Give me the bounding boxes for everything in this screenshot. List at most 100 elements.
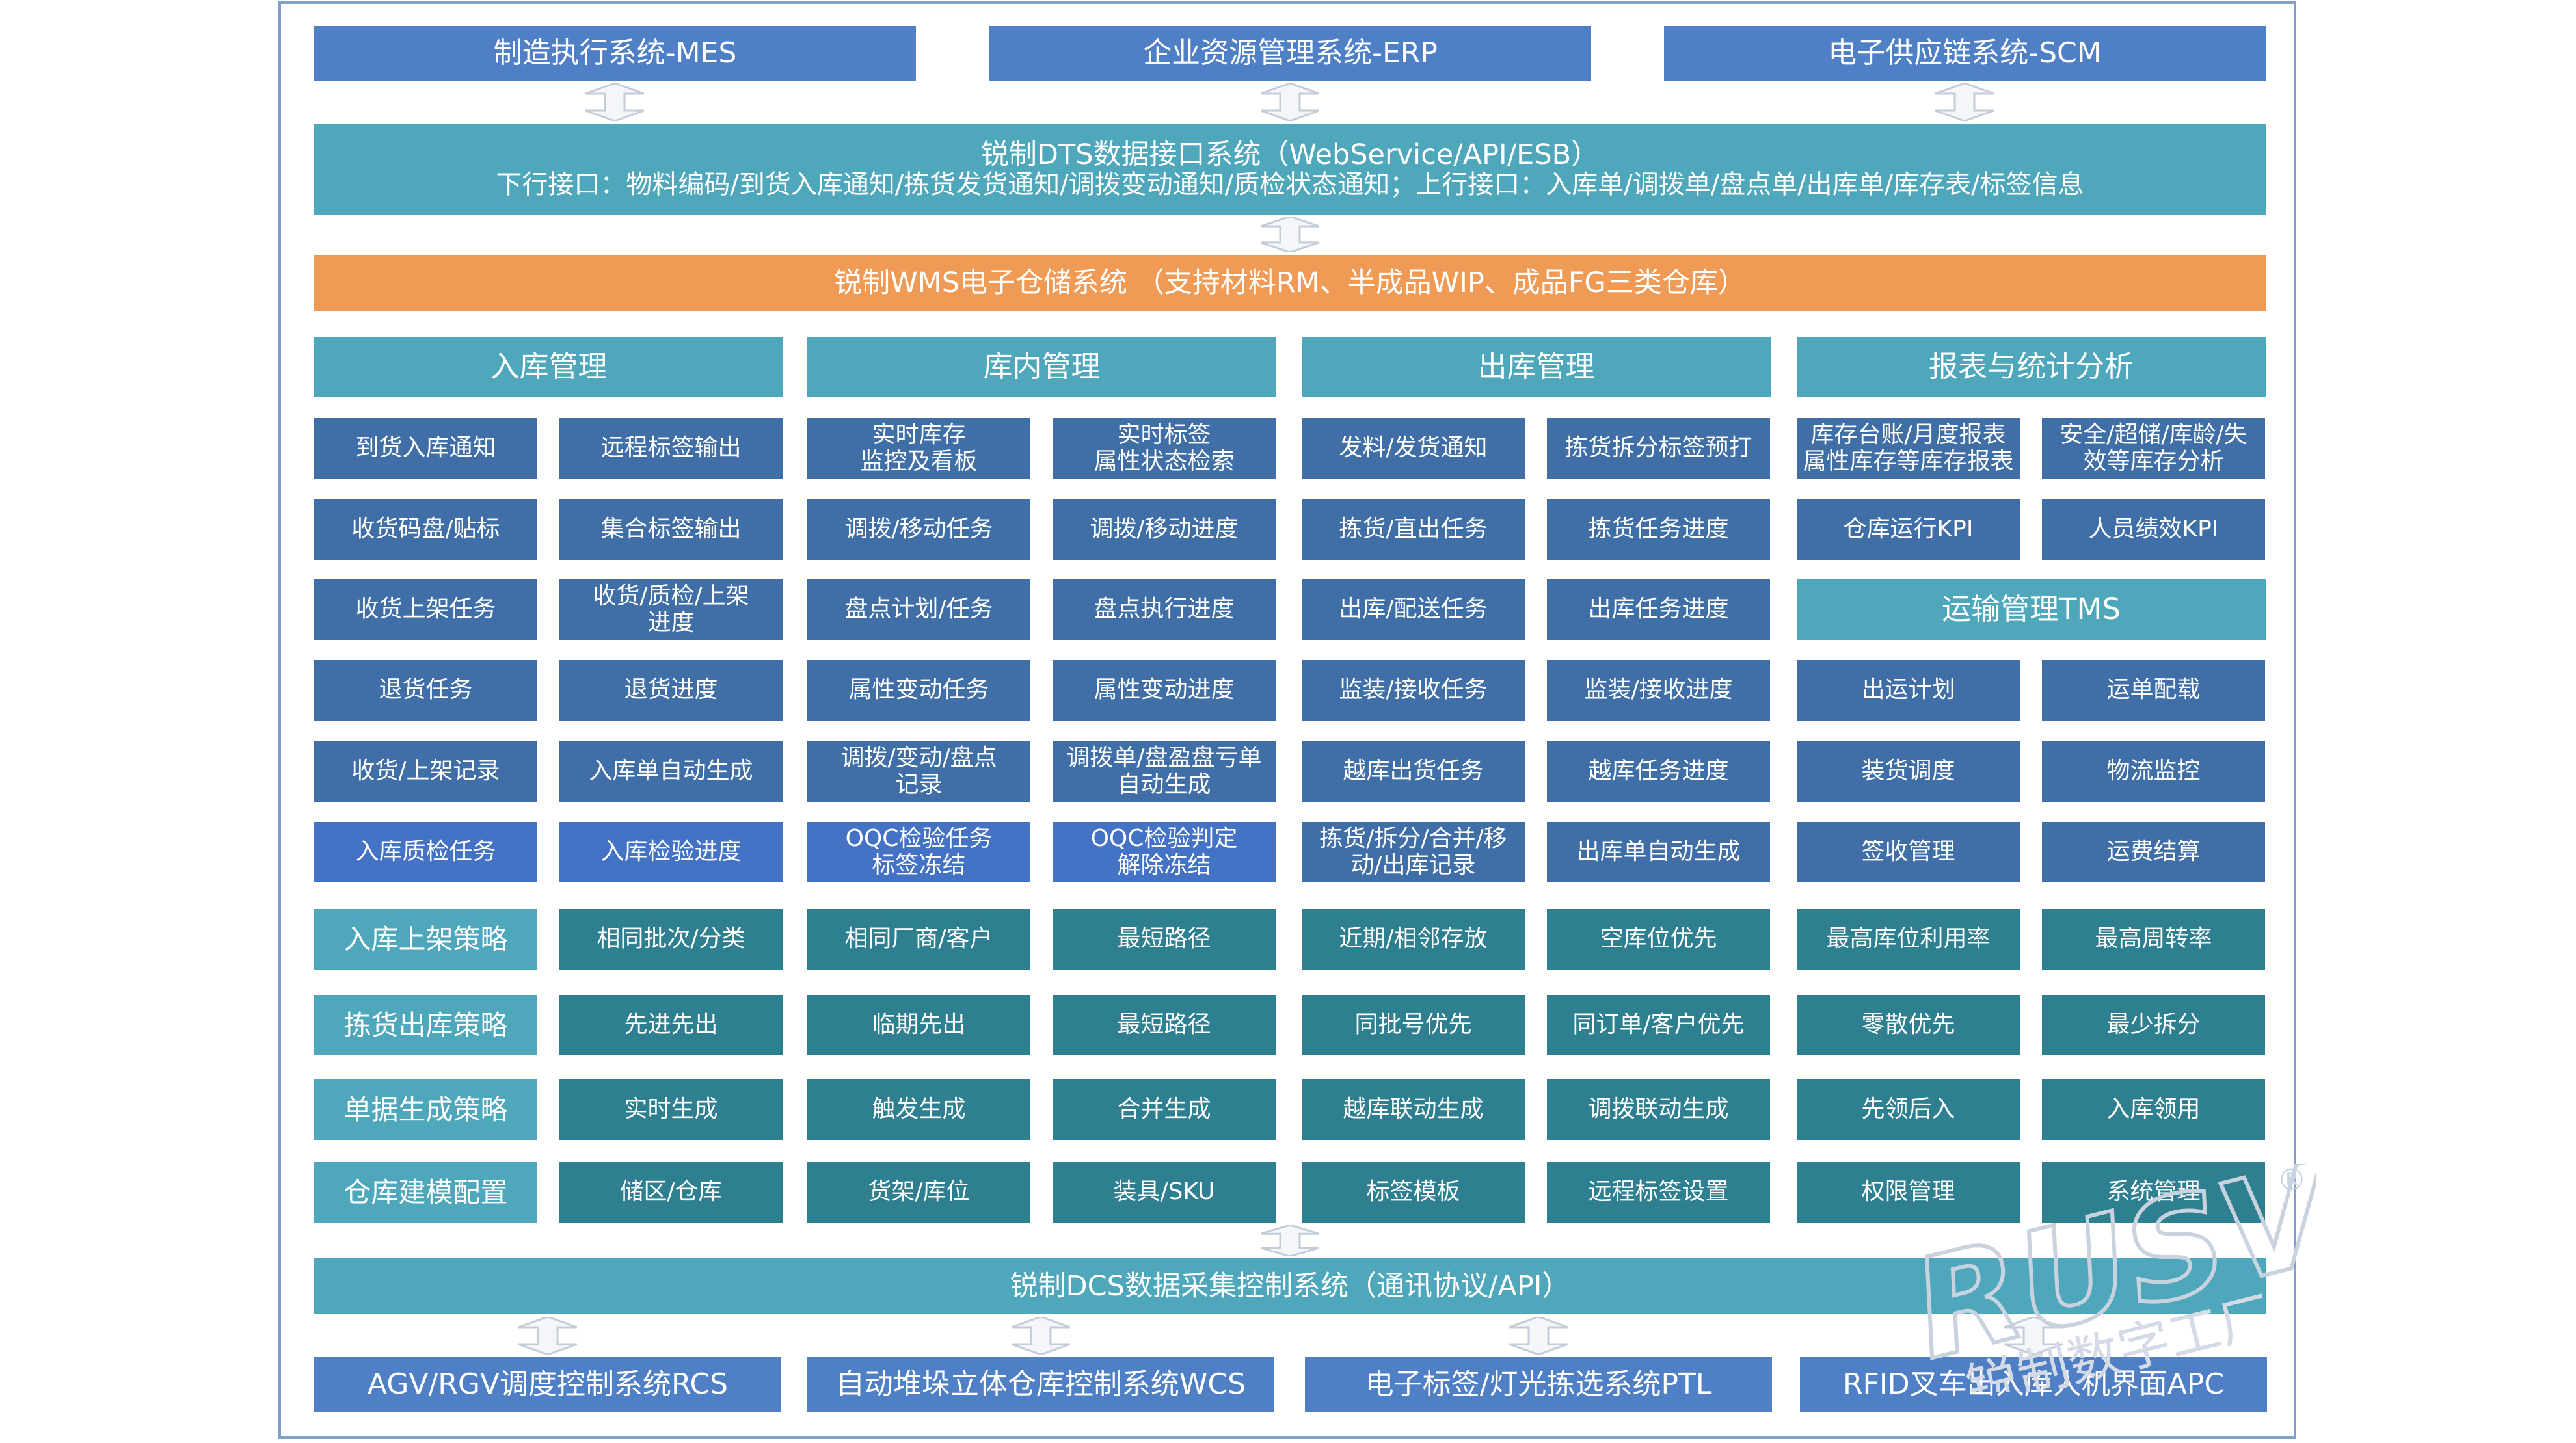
function-cell-line: 属性变动进度 (1093, 676, 1235, 704)
function-cell-line: 标签冻结 (872, 851, 966, 879)
module-header-4: 报表与统计分析 (1797, 337, 2266, 397)
function-cell-line: OQC检验判定 (1090, 825, 1238, 853)
strategy-item: 同订单/客户优先 (1547, 995, 1770, 1055)
function-cell-line: 越库任务进度 (1588, 758, 1729, 785)
function-cell: 调拨/移动进度 (1053, 499, 1276, 560)
function-cell-line: 盘点计划/任务 (844, 596, 993, 623)
bidirectional-arrow-icon (1509, 1317, 1568, 1355)
function-cell: 越库出货任务 (1302, 741, 1525, 802)
function-cell-line: 仓库运行KPI (1843, 516, 1974, 543)
bidirectional-arrow-icon (585, 83, 644, 121)
function-cell-line: 拣货拆分标签预打 (1564, 434, 1752, 462)
function-cell: 收货上架任务 (314, 579, 537, 640)
function-cell-line: 收货上架任务 (355, 596, 496, 623)
strategy-item: 最短路径 (1053, 995, 1276, 1055)
function-cell-line: 退货任务 (379, 676, 473, 704)
function-cell-line: 出库/配送任务 (1339, 596, 1488, 623)
function-cell: 出库/配送任务 (1302, 579, 1525, 640)
function-cell-line: 运单配载 (2106, 676, 2201, 704)
function-cell-line: 动/出库记录 (1350, 851, 1476, 879)
strategy-item: 临期先出 (807, 995, 1030, 1055)
function-cell: 到货入库通知 (314, 418, 537, 479)
function-cell-line: 发料/发货通知 (1339, 434, 1488, 462)
strategy-item: 最高库位利用率 (1797, 909, 2020, 970)
bottom-system-rcs: AGV/RGV调度控制系统RCS (314, 1357, 781, 1412)
function-cell-line: 拣货/拆分/合并/移 (1319, 825, 1507, 853)
function-cell: 装货调度 (1797, 741, 2020, 802)
bidirectional-arrow-icon (2004, 1317, 2063, 1355)
strategy-item: 入库领用 (2042, 1079, 2265, 1140)
strategy-label: 单据生成策略 (314, 1079, 537, 1140)
function-cell-line: 收货码盘/贴标 (351, 516, 500, 543)
function-cell-line: 属性状态检索 (1093, 447, 1235, 475)
function-cell: 运单配载 (2042, 660, 2265, 721)
function-cell: 实时库存监控及看板 (807, 418, 1030, 479)
function-cell-line: 属性库存等库存报表 (1803, 447, 2014, 475)
function-cell-line: 盘点执行进度 (1093, 596, 1235, 623)
function-cell-line: 到货入库通知 (355, 434, 496, 462)
function-cell-line: 远程标签输出 (600, 434, 742, 462)
dcs-control-system: 锐制DCS数据采集控制系统（通讯协议/API） (314, 1258, 2266, 1314)
strategy-item: 调拨联动生成 (1547, 1079, 1770, 1140)
rusvo-watermark-logo: RUSVO 锐制数字工厂 ® (1912, 1164, 2316, 1392)
function-cell-line: 入库检验进度 (600, 838, 742, 866)
diagram-frame (278, 1, 2296, 1439)
function-cell-line: 出运计划 (1861, 676, 1955, 704)
function-cell-line: 越库出货任务 (1343, 758, 1484, 785)
function-cell-line: 退货进度 (624, 676, 718, 704)
function-cell-line: 解除冻结 (1117, 851, 1211, 879)
function-cell: 监装/接收进度 (1547, 660, 1770, 721)
function-cell: 盘点计划/任务 (807, 579, 1030, 640)
strategy-item: 装具/SKU (1053, 1162, 1276, 1223)
function-cell: 监装/接收任务 (1302, 660, 1525, 721)
strategy-label: 拣货出库策略 (314, 995, 537, 1055)
function-cell-line: 拣货/直出任务 (1339, 516, 1488, 543)
strategy-item: 先进先出 (559, 995, 783, 1055)
function-cell-line: 装货调度 (1861, 758, 1955, 785)
function-cell: 拣货任务进度 (1547, 499, 1770, 560)
function-cell-line: 实时库存 (872, 421, 966, 449)
function-cell-line: 入库质检任务 (355, 838, 496, 866)
function-cell-line: 调拨/移动任务 (844, 516, 993, 543)
function-cell: 拣货拆分标签预打 (1547, 418, 1770, 479)
function-cell: 物流监控 (2042, 741, 2265, 802)
function-cell: 远程标签输出 (559, 418, 783, 479)
function-cell: 安全/超储/库龄/失效等库存分析 (2042, 418, 2265, 479)
top-system-scm: 电子供应链系统-SCM (1664, 26, 2266, 81)
function-cell: 盘点执行进度 (1053, 579, 1276, 640)
strategy-item: 远程标签设置 (1547, 1162, 1770, 1223)
function-cell: 实时标签属性状态检索 (1053, 418, 1276, 479)
function-cell-line: 调拨/移动进度 (1090, 516, 1239, 543)
module-header-3: 出库管理 (1302, 337, 1771, 397)
bidirectional-arrow-icon (1261, 1225, 1319, 1256)
function-cell: 库存台账/月度报表属性库存等库存报表 (1797, 418, 2020, 479)
strategy-item: 实时生成 (559, 1079, 783, 1140)
function-cell-line: 集合标签输出 (600, 516, 742, 543)
strategy-item: 越库联动生成 (1302, 1079, 1525, 1140)
function-cell: 仓库运行KPI (1797, 499, 2020, 560)
function-cell: OQC检验任务标签冻结 (807, 822, 1030, 882)
function-cell: 入库单自动生成 (559, 741, 783, 802)
function-cell: 出库单自动生成 (1547, 822, 1770, 882)
function-cell: 签收管理 (1797, 822, 2020, 882)
function-cell-line: 拣货任务进度 (1588, 516, 1729, 543)
strategy-item: 空库位优先 (1547, 909, 1770, 970)
bidirectional-arrow-icon (1261, 217, 1319, 252)
function-cell-line: 库存台账/月度报表 (1810, 421, 2006, 449)
strategy-item: 标签模板 (1302, 1162, 1525, 1223)
function-cell-line: 出库任务进度 (1588, 596, 1729, 623)
bidirectional-arrow-icon (1012, 1317, 1070, 1355)
module-header-2: 库内管理 (807, 337, 1276, 397)
strategy-item: 储区/仓库 (559, 1162, 783, 1223)
watermark-registered-mark: ® (2277, 1164, 2307, 1197)
bidirectional-arrow-icon (1935, 83, 1994, 121)
function-cell-line: 属性变动任务 (848, 676, 989, 704)
function-cell: 拣货/直出任务 (1302, 499, 1525, 560)
function-cell-line: 物流监控 (2106, 758, 2201, 785)
strategy-item: 最少拆分 (2042, 995, 2265, 1055)
bidirectional-arrow-icon (518, 1317, 577, 1355)
function-cell-line: 收货/质检/上架 (593, 583, 749, 610)
function-cell: 收货码盘/贴标 (314, 499, 537, 560)
function-cell: 人员绩效KPI (2042, 499, 2265, 560)
strategy-item: 近期/相邻存放 (1302, 909, 1525, 970)
